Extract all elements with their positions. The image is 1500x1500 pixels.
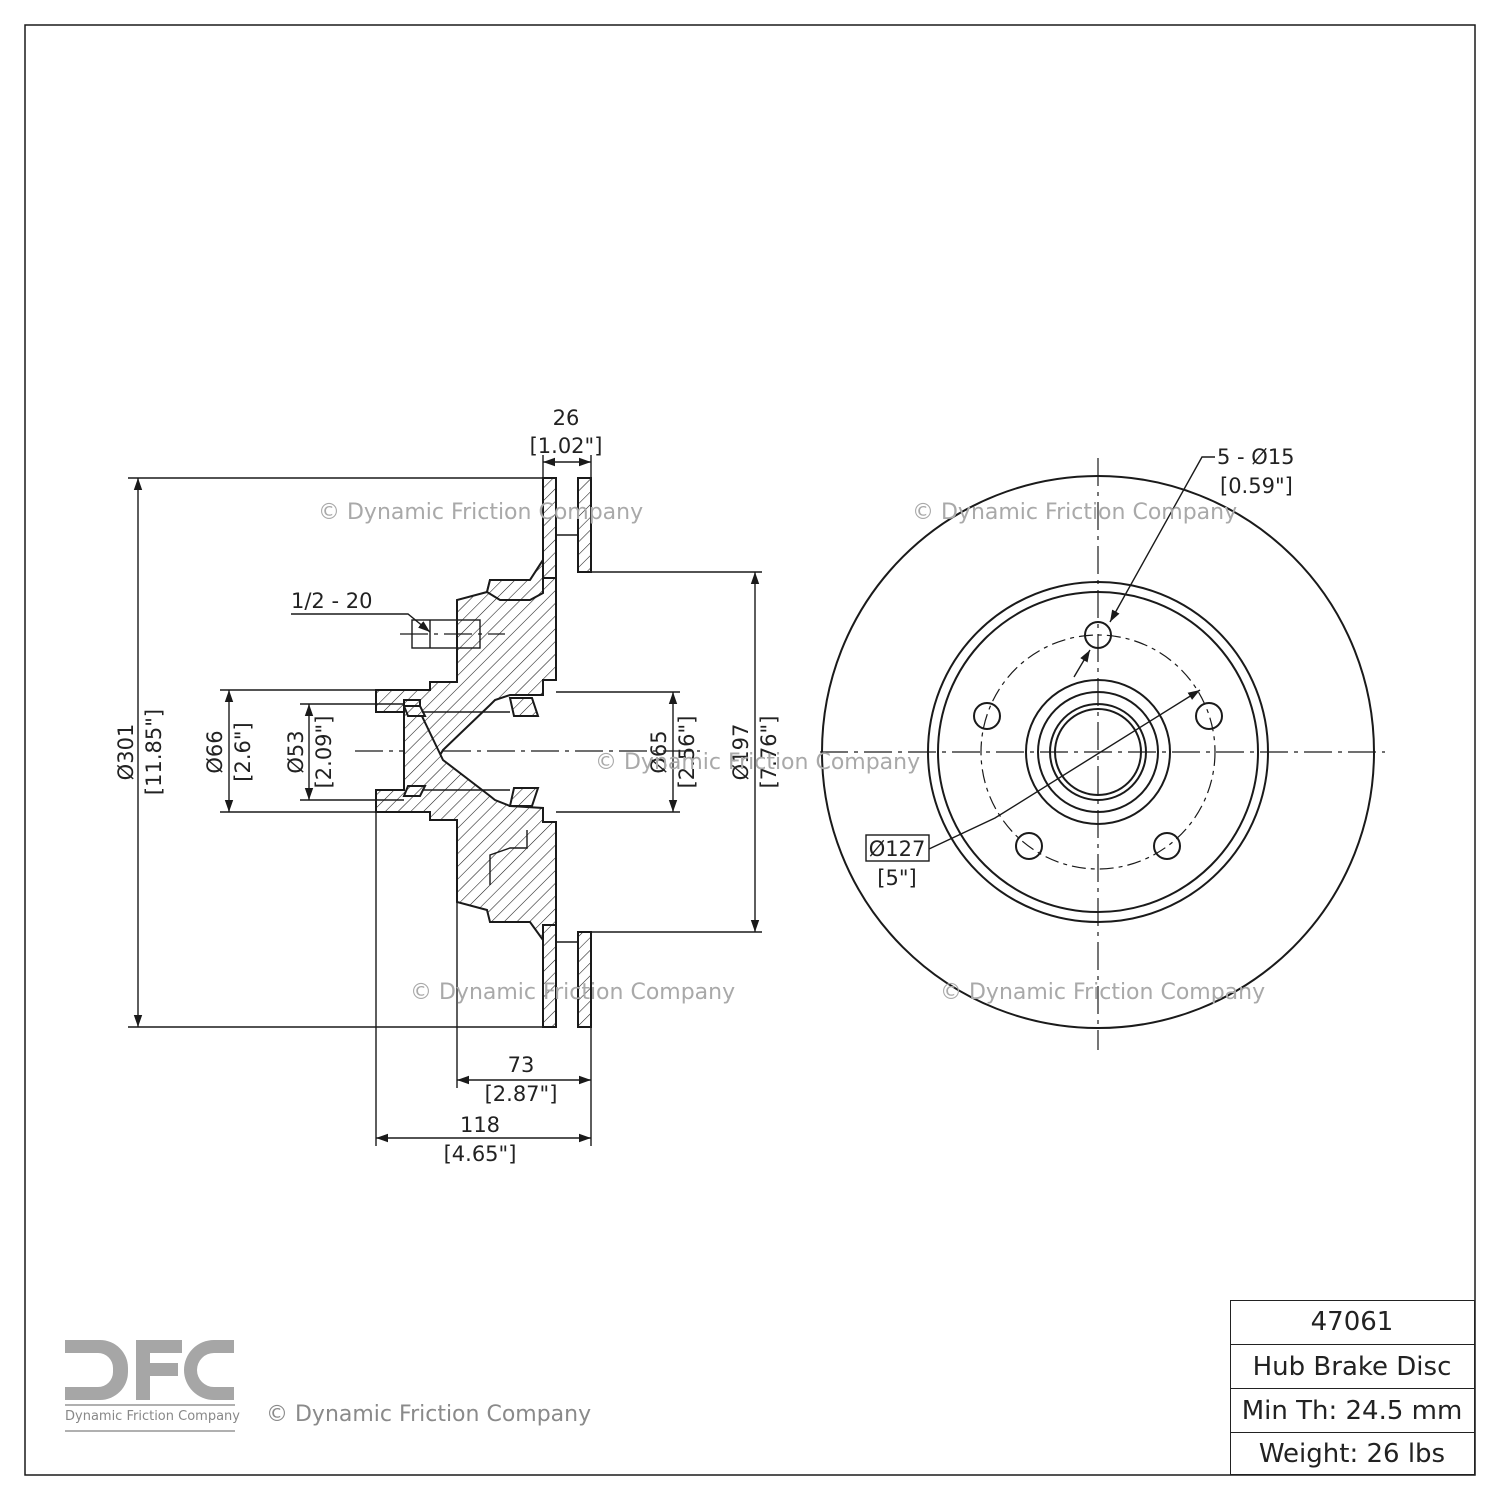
- dim-73-inch: [2.87"]: [485, 1082, 558, 1106]
- dim-197-mm: Ø197: [729, 724, 753, 781]
- rotor-plate-top-right: [577, 477, 592, 573]
- flange-top: [485, 556, 544, 601]
- logo-letter-f: [136, 1340, 182, 1400]
- dim-197-inch: [7.76"]: [757, 716, 781, 789]
- part-description: Hub Brake Disc: [1230, 1344, 1474, 1388]
- part-number: 47061: [1310, 1307, 1394, 1337]
- watermark: © Dynamic Friction Company: [940, 980, 1265, 1005]
- inner-race-left-bottom: [402, 785, 427, 797]
- min-thickness: Min Th: 24.5 mm: [1230, 1388, 1474, 1432]
- outer-race-right-bottom: [508, 787, 540, 807]
- bolt-hole-4: [1015, 832, 1043, 860]
- hub-section-bottom: [375, 699, 557, 944]
- logo-rule-top: [65, 1404, 235, 1406]
- hat-inner-edge: [937, 591, 1259, 913]
- stud-leader: [291, 613, 431, 633]
- outer-race-right-top: [508, 697, 540, 717]
- rotor-plate-top-left: [542, 477, 557, 579]
- bolt-circle-inch: [5"]: [877, 866, 916, 890]
- dim-53-inch: [2.09"]: [312, 716, 336, 789]
- watermark: © Dynamic Friction Company: [318, 500, 643, 525]
- bolt-hole-2: [1195, 702, 1223, 730]
- logo-letter-c: [184, 1340, 234, 1400]
- dim-65-inch: [2.56"]: [675, 716, 699, 789]
- bolt-hole-5: [973, 702, 1001, 730]
- stud-thread-label: 1/2 - 20: [291, 589, 372, 613]
- bore-inner: [1054, 708, 1142, 796]
- page-border: [24, 24, 1476, 1476]
- title-block: [1230, 1300, 1475, 1475]
- front-view: 5 - Ø15 [0.59"] Ø127 [5"]: [820, 445, 1385, 1050]
- weight: Weight: 26 lbs: [1230, 1432, 1474, 1475]
- rotor-plate-bottom-left: [542, 924, 557, 1028]
- hub-outer: [1025, 679, 1171, 825]
- dim-301-inch: [11.85"]: [142, 709, 166, 795]
- logo-rule-bottom: [65, 1430, 235, 1432]
- dim-301-mm: Ø301: [114, 724, 138, 781]
- bolt-holes-mm: 5 - Ø15: [1217, 445, 1295, 469]
- bolt-holes-inch: [0.59"]: [1220, 474, 1293, 498]
- dim-66-inch: [2.6"]: [231, 722, 255, 781]
- flange-pocket-bottom: [489, 830, 528, 885]
- dim-73-mm: 73: [508, 1053, 535, 1077]
- rotor-outer-edge: [821, 475, 1375, 1029]
- hat-outer-edge: [927, 581, 1269, 923]
- watermark: © Dynamic Friction Company: [410, 980, 735, 1005]
- dim-26-mm: 26: [553, 406, 580, 430]
- inner-race-left-top: [402, 705, 427, 717]
- hub-mid: [1037, 691, 1159, 813]
- bolt-circle: [980, 634, 1216, 870]
- bolt-circle-mm: Ø127: [869, 837, 926, 861]
- bore-outer: [1049, 703, 1147, 801]
- dim-65-mm: Ø65: [647, 730, 671, 773]
- watermark: © Dynamic Friction Company: [912, 500, 1237, 525]
- dim-66-mm: Ø66: [203, 730, 227, 773]
- watermark: © Dynamic Friction Company: [595, 750, 920, 775]
- bolt-hole-3: [1153, 832, 1181, 860]
- side-section-view: 26 [1.02"] 1/2 - 20 Ø301 [11.85"] Ø66 [2…: [114, 406, 781, 1166]
- bolt-circle-box: [865, 834, 930, 862]
- dfc-logo: [65, 1340, 234, 1400]
- footer-watermark: © Dynamic Friction Company: [266, 1402, 592, 1427]
- bolt-hole-leader-2: [1073, 649, 1091, 678]
- dim-26-inch: [1.02"]: [530, 434, 603, 458]
- logo-caption: Dynamic Friction Company: [65, 1409, 240, 1424]
- bolt-hole-leader: [1109, 456, 1215, 623]
- dim-53-mm: Ø53: [284, 730, 308, 773]
- logo-letter-d: [65, 1340, 128, 1400]
- dim-118-mm: 118: [460, 1113, 500, 1137]
- dim-118-inch: [4.65"]: [444, 1142, 517, 1166]
- bolt-circle-leader: [928, 689, 1201, 850]
- bolt-hole-1: [1084, 621, 1112, 649]
